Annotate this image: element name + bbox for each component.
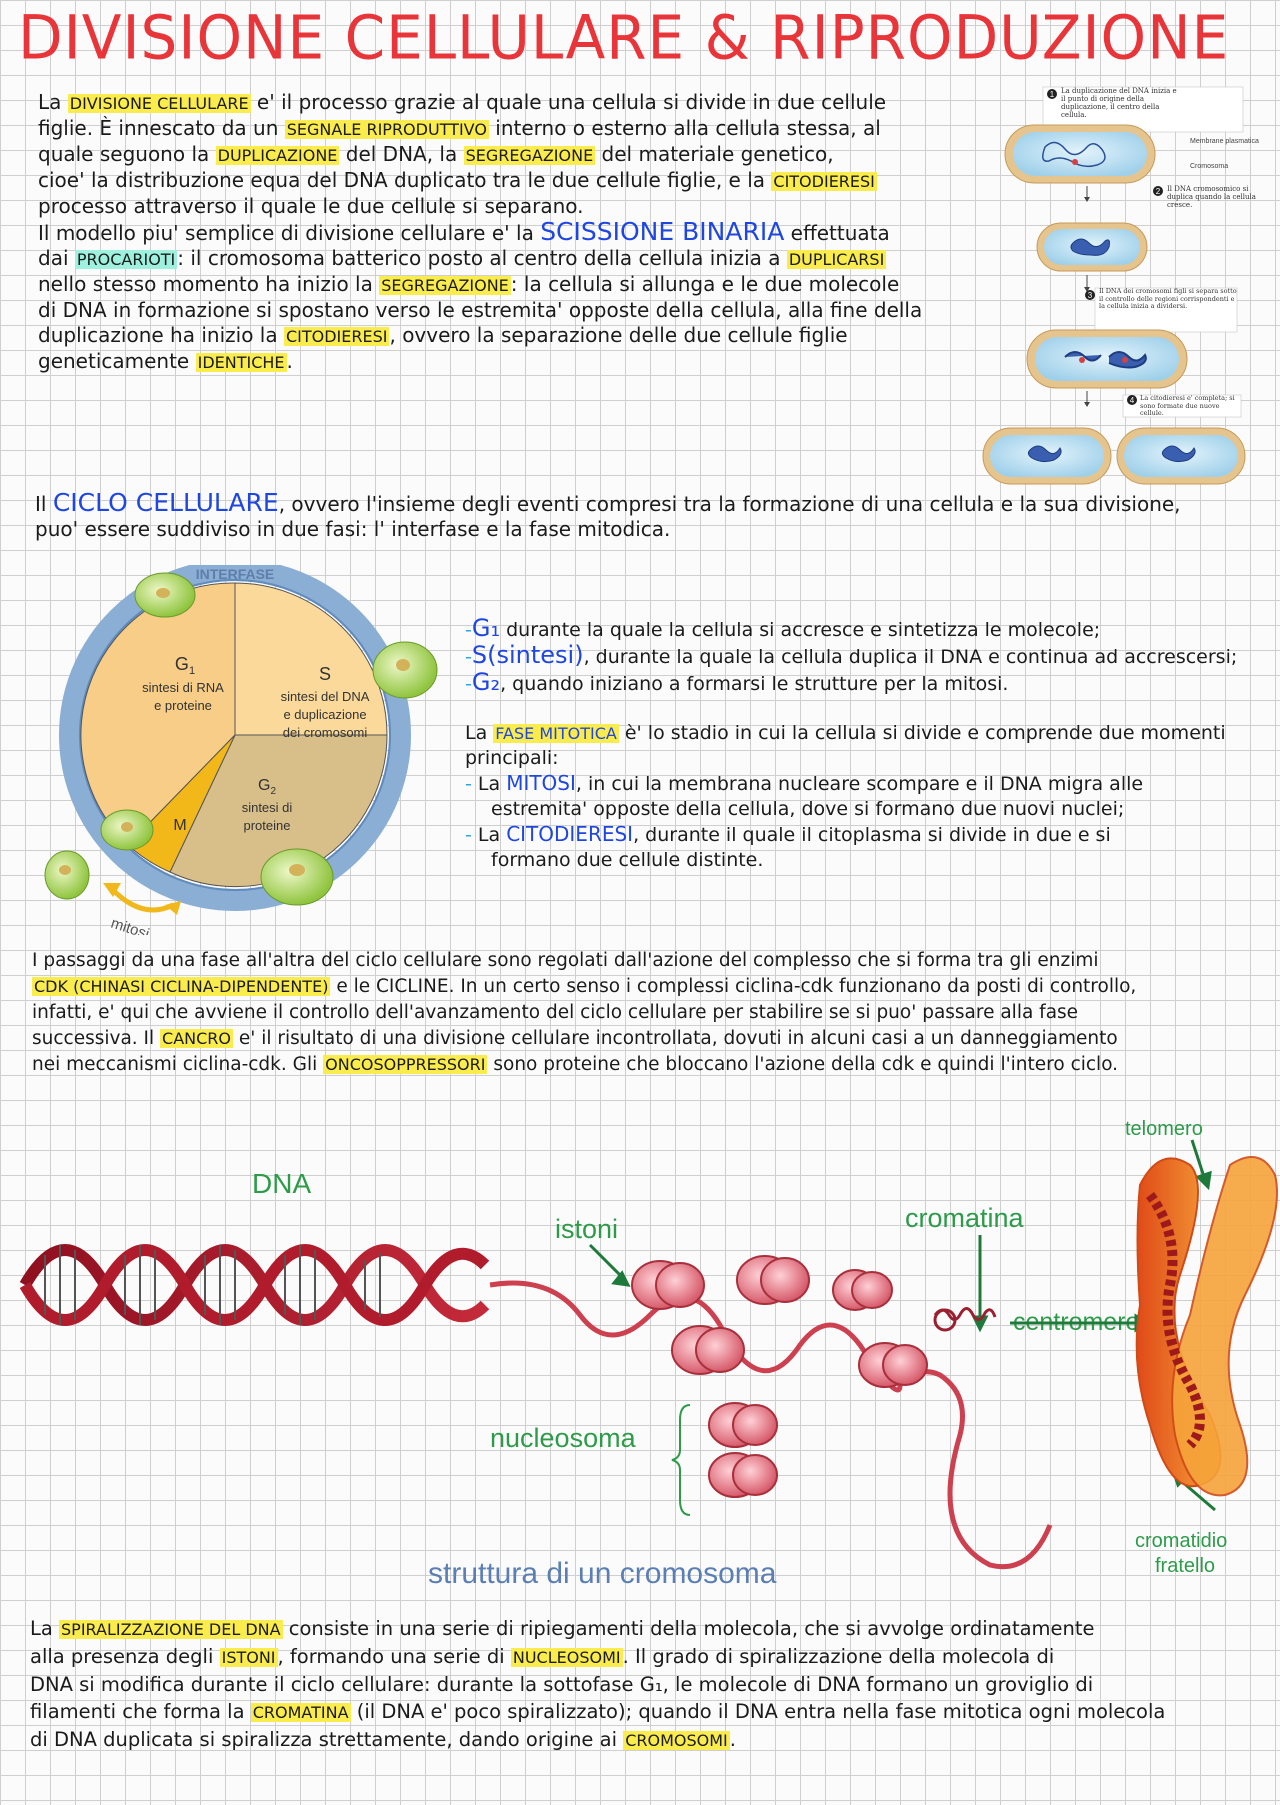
step-2-caption: Il DNA cromosomico si duplica quando la …: [1167, 185, 1256, 209]
cell-cycle-figure: INTERFASE G1 sintesi di RNA e proteine S…: [44, 565, 438, 935]
intro-paragraph: La DIVISIONE CELLULARE e' il processo gr…: [38, 90, 923, 373]
kw-duplicarsi: DUPLICARSI: [786, 250, 887, 269]
cycle-intro: Il CICLO CELLULARE, ovvero l'insieme deg…: [35, 488, 1181, 541]
label-cromatina: cromatina: [905, 1203, 1025, 1233]
kw-cromatina: CROMATINA: [250, 1703, 351, 1722]
label-membrane: Membrane plasmatica: [1190, 138, 1259, 145]
kw-citodieresi-2: CITODIERESI: [283, 327, 390, 346]
label-istoni: istoni: [555, 1214, 618, 1244]
chromosome-structure-figure: DNA istoni cromatina telomero centromero…: [19, 1118, 1278, 1590]
label-telomero: telomero: [1125, 1118, 1203, 1140]
term-citodieresi: CITODIERESI: [506, 822, 634, 846]
phase-m-label: M: [173, 817, 186, 834]
svg-text:2: 2: [1156, 187, 1161, 196]
kw-segregazione: SEGREGAZIONE: [463, 146, 596, 165]
label-cromatidio-2: fratello: [1155, 1555, 1215, 1577]
step-3-marker: [1085, 290, 1095, 300]
svg-text:3: 3: [1088, 291, 1093, 300]
page-title: DIVISIONE CELLULARE & RIPRODUZIONE: [18, 2, 1230, 74]
kw-spiralizzazione: SPIRALIZZAZIONE DEL DNA: [59, 1620, 283, 1639]
svg-text:dei cromosomi: dei cromosomi: [283, 725, 368, 740]
phase-s-label: S: [319, 664, 331, 684]
kw-cromosomi: CROMOSOMI: [623, 1731, 730, 1750]
label-cromatidio-1: cromatidio: [1135, 1530, 1227, 1552]
nucleosomes: [631, 1255, 928, 1498]
step-3-caption: Il DNA dei cromosomi figli si separa sot…: [1099, 288, 1237, 310]
step-4-marker: [1127, 395, 1137, 405]
kw-citodieresi: CITODIERESI: [771, 172, 877, 191]
figure-caption: struttura di un cromosoma: [428, 1557, 777, 1590]
phase-g2-label: G2: [258, 777, 276, 797]
spiral-paragraph: La SPIRALIZZAZIONE DEL DNA consiste in u…: [30, 1617, 1166, 1751]
kw-cancro: CANCRO: [160, 1029, 233, 1048]
kw-cdk: CDK (CHINASI CICLINA-DIPENDENTE): [32, 977, 331, 996]
svg-text:1: 1: [1050, 90, 1055, 99]
phases-list: -G₁ durante la quale la cellula si accre…: [465, 614, 1238, 872]
kw-scissione-binaria: SCISSIONE BINARIA: [540, 217, 785, 246]
label-cromosoma: Cromosoma: [1190, 163, 1228, 170]
kw-istoni: ISTONI: [219, 1648, 278, 1667]
svg-text:proteine: proteine: [244, 818, 291, 833]
svg-text:e proteine: e proteine: [154, 698, 212, 713]
label-nucleosoma: nucleosoma: [490, 1423, 637, 1453]
kw-fase-mitotica: FASE MITOTICA: [493, 724, 619, 743]
step-4-caption: La citodieresi e' completa; si sono form…: [1140, 395, 1235, 417]
term-s: S(sintesi): [471, 641, 584, 669]
binary-fission-figure: 1 La duplicazione del DNA inizia e il pu…: [982, 86, 1259, 485]
kw-ciclo-cellulare: CICLO CELLULARE: [52, 488, 279, 517]
label-dna: DNA: [252, 1168, 311, 1199]
kw-segnale-riproduttivo: SEGNALE RIPRODUTTIVO: [284, 120, 489, 139]
step-1-caption: La duplicazione del DNA inizia e il punt…: [1061, 87, 1177, 119]
svg-text:sintesi di RNA: sintesi di RNA: [142, 680, 224, 695]
svg-text:e duplicazione: e duplicazione: [283, 707, 366, 722]
ring-label-interfase: INTERFASE: [196, 566, 275, 582]
svg-text:sintesi di: sintesi di: [242, 800, 293, 815]
term-g1: G₁: [471, 614, 501, 642]
kw-nucleosomi: NUCLEOSOMI: [510, 1648, 623, 1667]
term-g2: G₂: [471, 668, 501, 696]
kw-identiche: IDENTICHE: [195, 353, 287, 372]
regulation-paragraph: I passaggi da una fase all'altra del cic…: [32, 950, 1137, 1075]
kw-procarioti: PROCARIOTI: [74, 250, 178, 269]
mitosi-label: mitosi: [109, 915, 152, 935]
svg-text:sintesi del DNA: sintesi del DNA: [281, 689, 370, 704]
chromosome: [1135, 1156, 1278, 1497]
step-2-marker: [1153, 186, 1163, 196]
svg-text:4: 4: [1130, 396, 1135, 405]
phase-g1-label: G1: [175, 654, 195, 677]
step-1-marker: [1047, 89, 1057, 99]
kw-divisione-cellulare: DIVISIONE CELLULARE: [67, 94, 251, 113]
kw-duplicazione: DUPLICAZIONE: [215, 146, 340, 165]
term-mitosi: MITOSI: [506, 771, 576, 795]
kw-oncosoppressori: ONCOSOPPRESSORI: [323, 1055, 488, 1074]
kw-segregazione-2: SEGREGAZIONE: [379, 276, 511, 295]
